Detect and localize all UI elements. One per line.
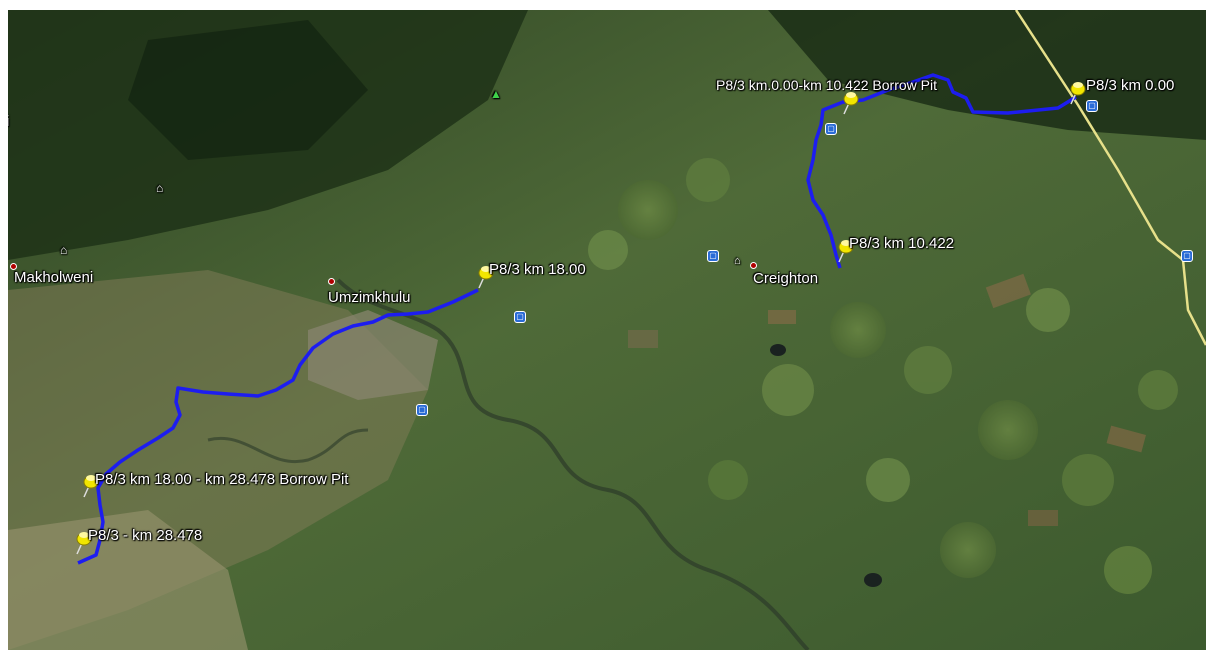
pushpin-borrow-pit-1-icon[interactable] [838, 90, 860, 116]
bus-stop-icon[interactable]: ▢ [416, 404, 428, 416]
pushpin-km-10-422-icon[interactable] [833, 238, 855, 264]
highway-line [1014, 10, 1206, 346]
placemark-label-km-10-422[interactable]: P8/3 km 10.422 [849, 235, 955, 252]
bus-stop-icon[interactable]: ▢ [825, 123, 837, 135]
town-label-makholweni[interactable]: Makholweni [14, 269, 94, 286]
pushpin-borrow-pit-2-icon[interactable] [78, 473, 100, 499]
town-label-umzimkhulu[interactable]: Umzimkhulu [328, 289, 411, 306]
bus-stop-icon[interactable]: ▢ [1181, 250, 1193, 262]
pushpin-km-28-478-icon[interactable] [71, 530, 93, 556]
placemark-label-borrow-pit-2[interactable]: P8/3 km 18.00 - km 28.478 Borrow Pit [95, 471, 349, 488]
placemark-label-km-28-478[interactable]: P8/3 - km 28.478 [88, 527, 203, 544]
route-line-west [77, 288, 479, 565]
town-dot-creighton [750, 262, 757, 269]
camp-icon[interactable]: ⌂ [60, 243, 68, 257]
terrain-layer [8, 10, 1206, 650]
bus-stop-icon[interactable]: ▢ [707, 250, 719, 262]
edge-place-label[interactable]: i [8, 114, 9, 129]
placemark-label-km-0[interactable]: P8/3 km 0.00 [1086, 77, 1175, 94]
placemark-label-km-18[interactable]: P8/3 km 18.00 [489, 261, 586, 278]
pushpin-km-0-icon[interactable] [1065, 80, 1087, 106]
satellite-map[interactable]: P8/3 km 0.00 P8/3 km.0.00-km 10.422 Borr… [8, 10, 1206, 650]
bus-stop-icon[interactable]: ▢ [1086, 100, 1098, 112]
town-dot-makholweni [10, 263, 17, 270]
placemark-label-borrow-pit-1[interactable]: P8/3 km.0.00-km 10.422 Borrow Pit [716, 77, 937, 93]
camp-icon[interactable]: ⌂ [734, 255, 741, 267]
camp-icon[interactable]: ⌂ [156, 181, 164, 195]
pushpin-km-18-icon[interactable] [473, 264, 495, 290]
town-label-creighton[interactable]: Creighton [753, 270, 819, 287]
tree-icon[interactable]: ▲ [490, 87, 502, 101]
bus-stop-icon[interactable]: ▢ [514, 311, 526, 323]
town-dot-umzimkhulu [328, 278, 335, 285]
